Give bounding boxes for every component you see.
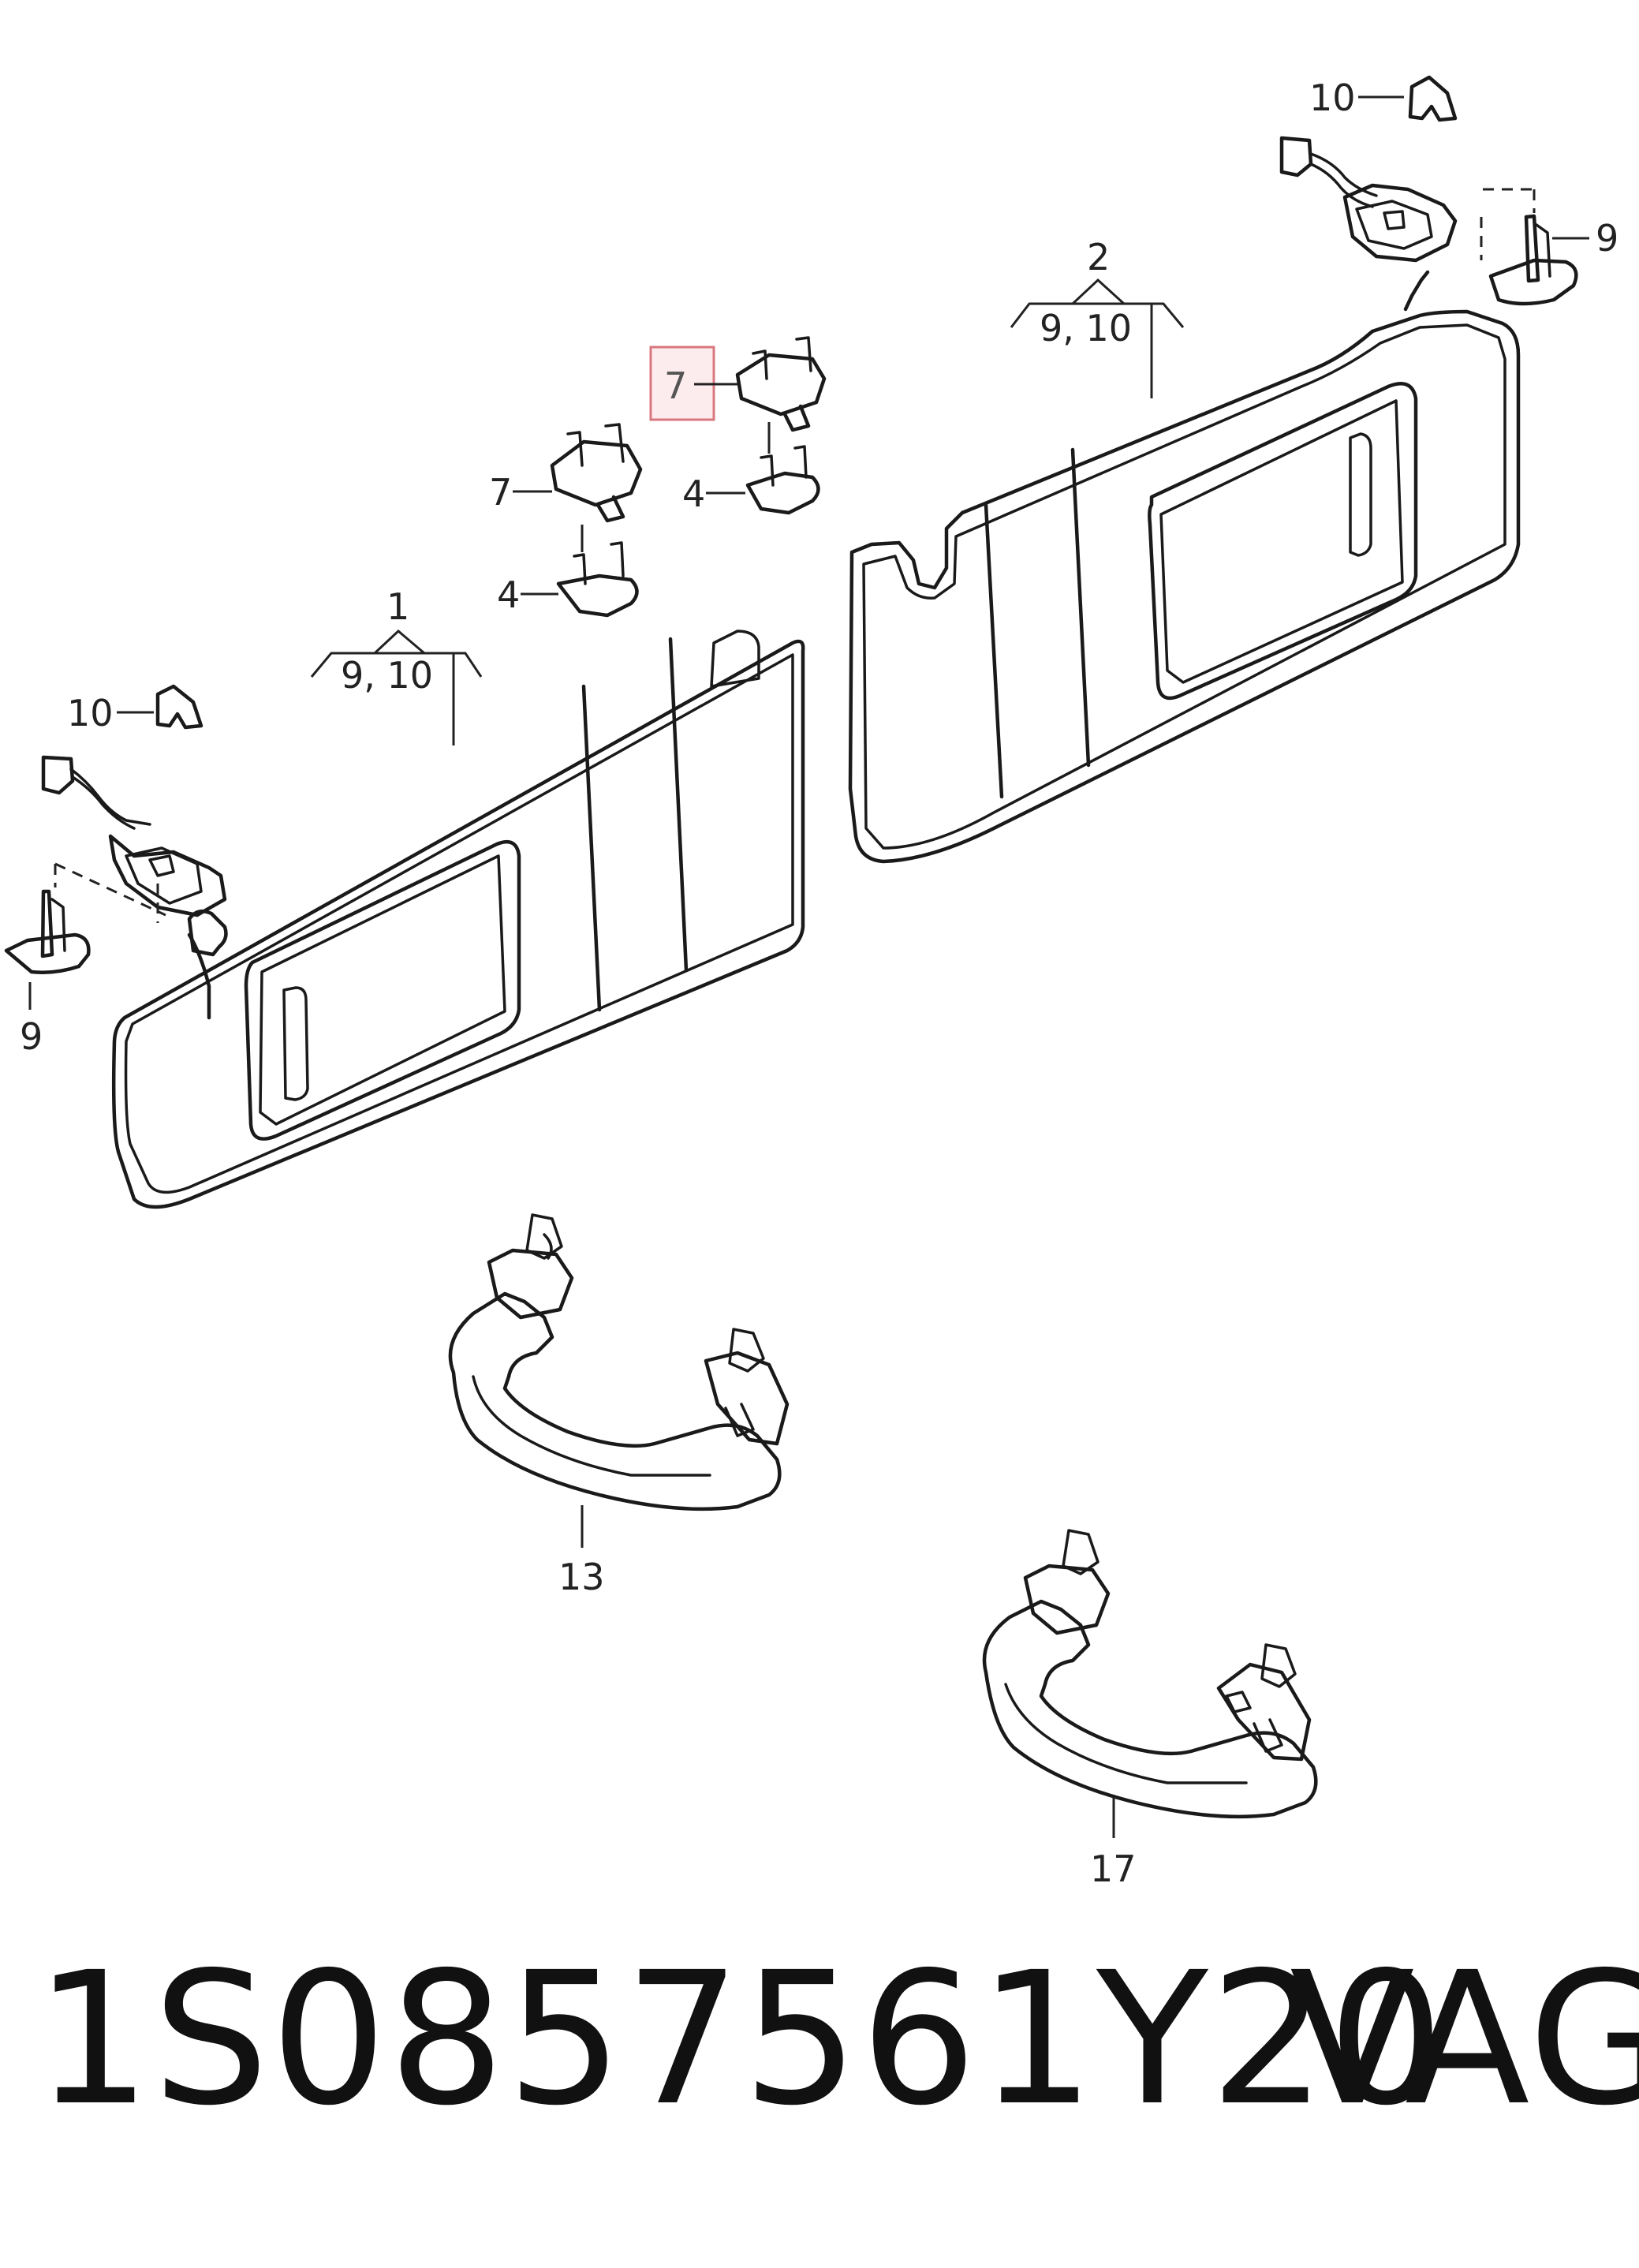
callout-left-visor: 1 xyxy=(386,585,409,628)
callout-cap-left: 10 xyxy=(67,692,114,734)
callout-clip-right-b: 4 xyxy=(682,473,705,515)
left-mount-bracket xyxy=(41,755,227,917)
callout-clip-left-b: 4 xyxy=(497,574,520,616)
callout-clip-right-a: 7 xyxy=(664,364,687,407)
part-number-footer: 1S0857561Y20 VAG xyxy=(0,1933,1639,2193)
callout-grab-handle-13: 13 xyxy=(558,1556,605,1598)
callout-left-visor-sub: 9, 10 xyxy=(341,654,433,697)
callout-grab-handle-17: 17 xyxy=(1090,1848,1137,1890)
right-cover xyxy=(1480,188,1589,306)
callout-cover-right: 9 xyxy=(1596,217,1618,260)
part-number: 1S0857561Y20 xyxy=(35,1933,1447,2146)
right-cap xyxy=(1358,75,1458,122)
callout-clip-left-a: 7 xyxy=(489,471,512,514)
right-sun-visor xyxy=(848,270,1521,864)
callout-cover-left: 9 xyxy=(20,1015,43,1058)
right-clip-stack xyxy=(735,336,827,515)
callout-cap-right: 10 xyxy=(1309,77,1356,119)
grab-handle-13 xyxy=(448,1213,790,1548)
right-visor-callout-bracket xyxy=(1010,278,1185,398)
grab-handle-17 xyxy=(982,1529,1318,1838)
left-cap xyxy=(117,684,203,730)
right-mount-bracket xyxy=(1279,136,1458,263)
callout-right-visor-sub: 9, 10 xyxy=(1040,307,1132,349)
callout-right-visor: 2 xyxy=(1087,236,1110,278)
brand-name: VAG xyxy=(1290,1933,1639,2146)
left-cover xyxy=(4,862,166,974)
left-clip-stack xyxy=(550,423,643,618)
left-sun-visor xyxy=(111,630,805,1209)
left-visor-callout-bracket xyxy=(310,629,483,745)
